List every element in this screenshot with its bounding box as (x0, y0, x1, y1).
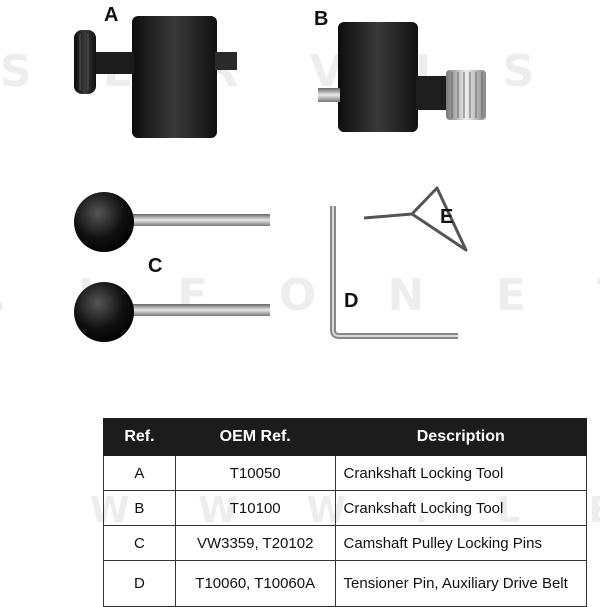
table-row: C VW3359, T20102 Camshaft Pulley Locking… (103, 525, 588, 561)
tool-d-hex-key (330, 206, 458, 339)
header-oem-ref: OEM Ref. (174, 418, 336, 456)
cell-description: Crankshaft Locking Tool (334, 455, 588, 491)
label-c: C (148, 255, 163, 277)
table-header-row: Ref. OEM Ref. Description (103, 418, 588, 456)
cell-ref: D (103, 560, 176, 607)
cell-ref: A (103, 455, 176, 491)
cell-oem: VW3359, T20102 (174, 525, 336, 561)
cell-oem: T10050 (174, 455, 336, 491)
header-ref: Ref. (103, 418, 176, 456)
cell-oem: T10060, T10060A (174, 560, 336, 607)
header-description: Description (334, 418, 588, 456)
cell-description: Tensioner Pin, Auxiliary Drive Belt (334, 560, 588, 607)
tool-a (74, 16, 237, 138)
cell-description: Camshaft Pulley Locking Pins (334, 525, 588, 561)
tool-c-pin-lower (74, 282, 270, 342)
label-a: A (104, 4, 119, 26)
tool-e-tensioner-pin (363, 186, 468, 252)
tool-b (318, 22, 486, 132)
cell-oem: T10100 (174, 490, 336, 526)
reference-table: Ref. OEM Ref. Description A T10050 Crank… (103, 418, 588, 607)
tools-illustration (74, 16, 486, 342)
label-d: D (344, 290, 359, 312)
label-b: B (314, 8, 329, 30)
cell-description: Crankshaft Locking Tool (334, 490, 588, 526)
cell-ref: C (103, 525, 176, 561)
table-row: B T10100 Crankshaft Locking Tool (103, 490, 588, 526)
table-row: A T10050 Crankshaft Locking Tool (103, 455, 588, 491)
tool-c-pin-upper (74, 192, 270, 252)
table-row: D T10060, T10060A Tensioner Pin, Auxilia… (103, 560, 588, 607)
cell-ref: B (103, 490, 176, 526)
label-e: E (440, 206, 454, 228)
